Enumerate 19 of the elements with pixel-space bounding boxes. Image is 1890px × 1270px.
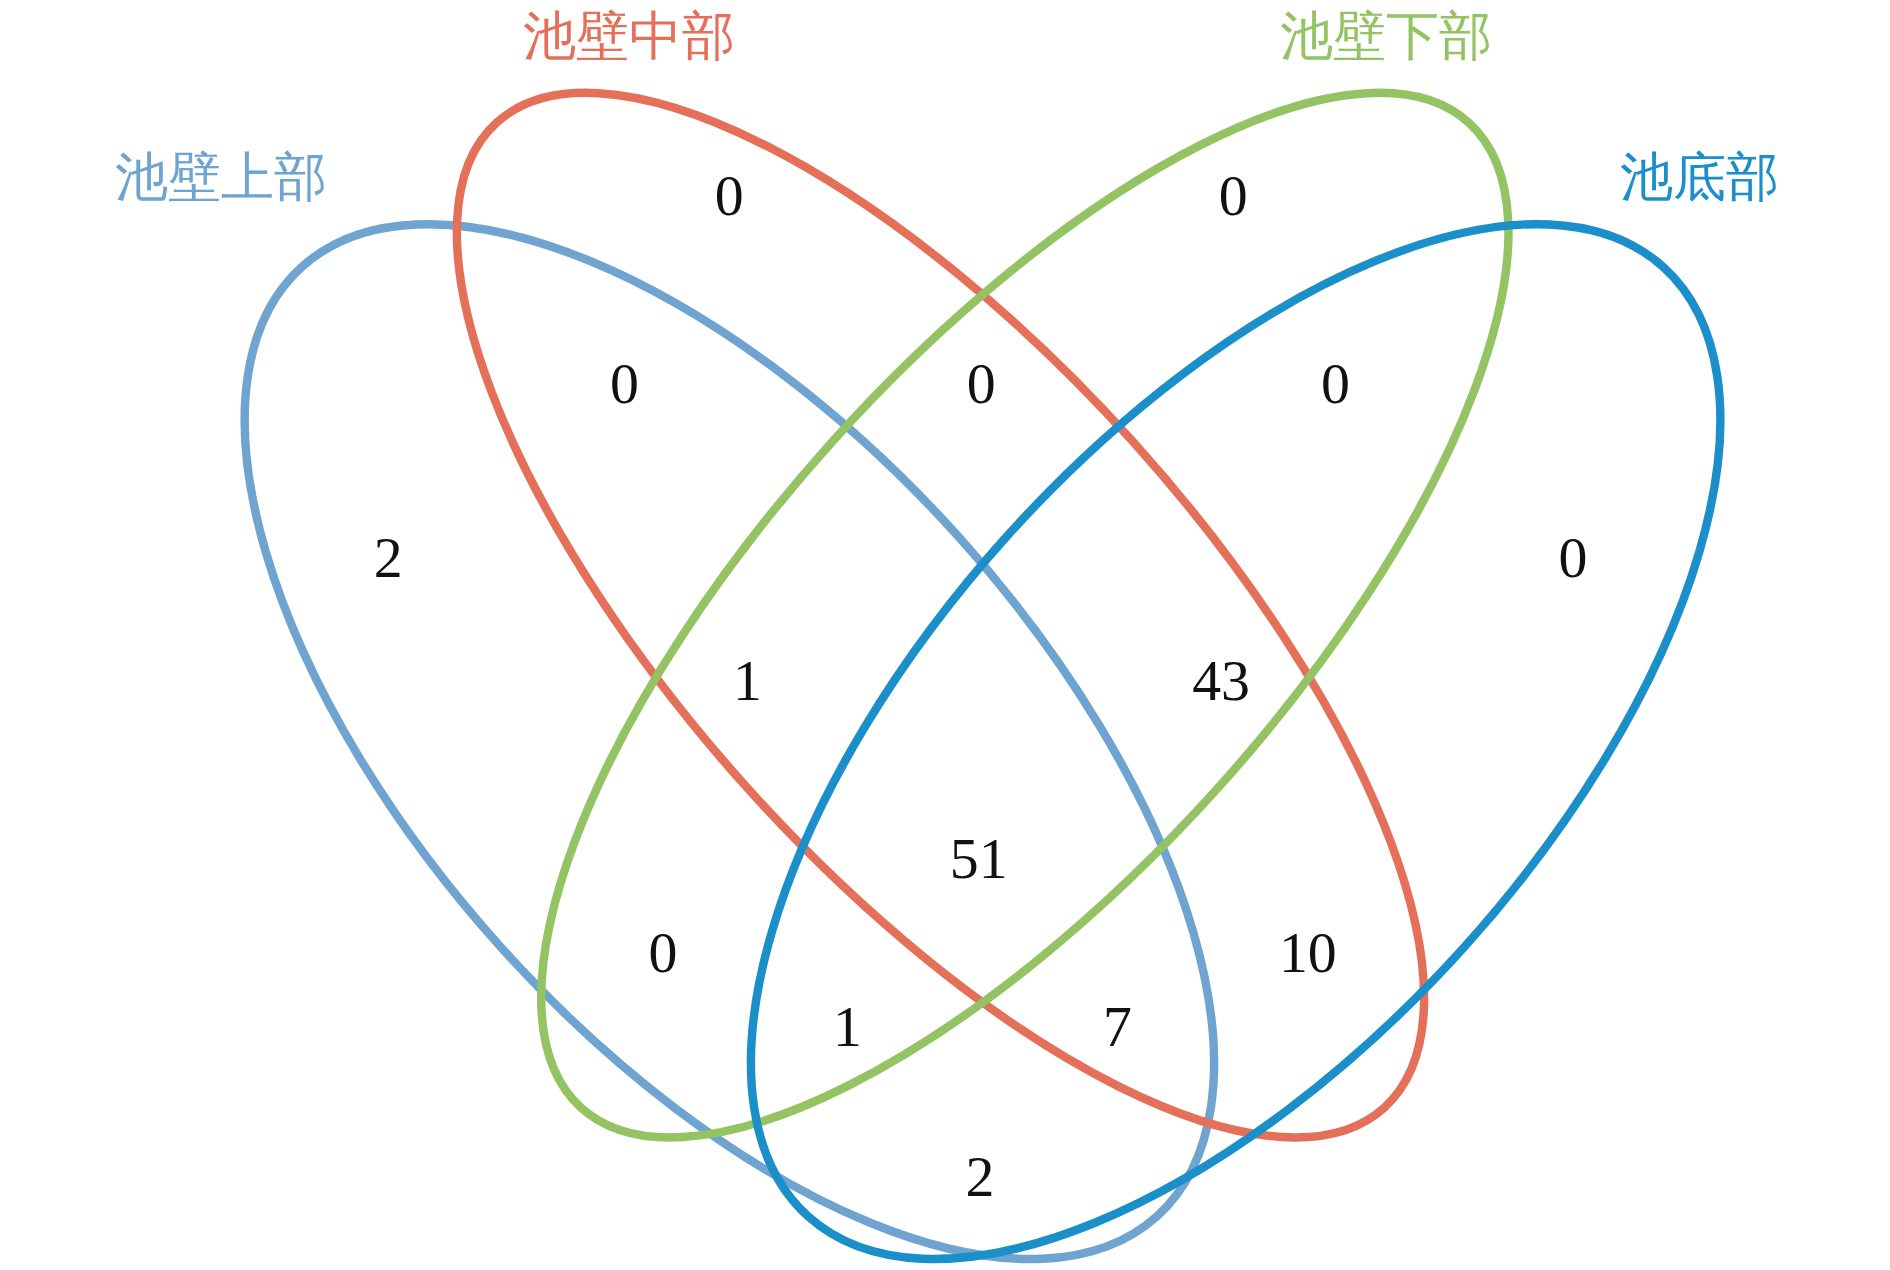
region-count: 0 (1558, 529, 1588, 588)
region-count: 0 (648, 923, 678, 982)
region-count: 43 (1192, 652, 1250, 710)
region-count: 0 (966, 354, 996, 413)
set-label: 池壁上部 (114, 150, 327, 204)
region-count: 7 (1102, 998, 1132, 1056)
set-label: 池壁下部 (1280, 9, 1493, 63)
region-count: 0 (1321, 354, 1351, 413)
set-label: 池壁中部 (523, 9, 736, 63)
region-count: 51 (949, 829, 1008, 888)
set-label: 池底部 (1620, 150, 1780, 204)
region-count: 1 (732, 652, 762, 710)
region-count: 10 (1278, 923, 1337, 982)
region-count: 2 (965, 1147, 995, 1206)
region-count: 1 (832, 998, 862, 1056)
region-count: 0 (609, 354, 639, 413)
region-count: 0 (1218, 166, 1248, 225)
region-count: 0 (714, 166, 744, 225)
region-count: 2 (373, 529, 403, 588)
